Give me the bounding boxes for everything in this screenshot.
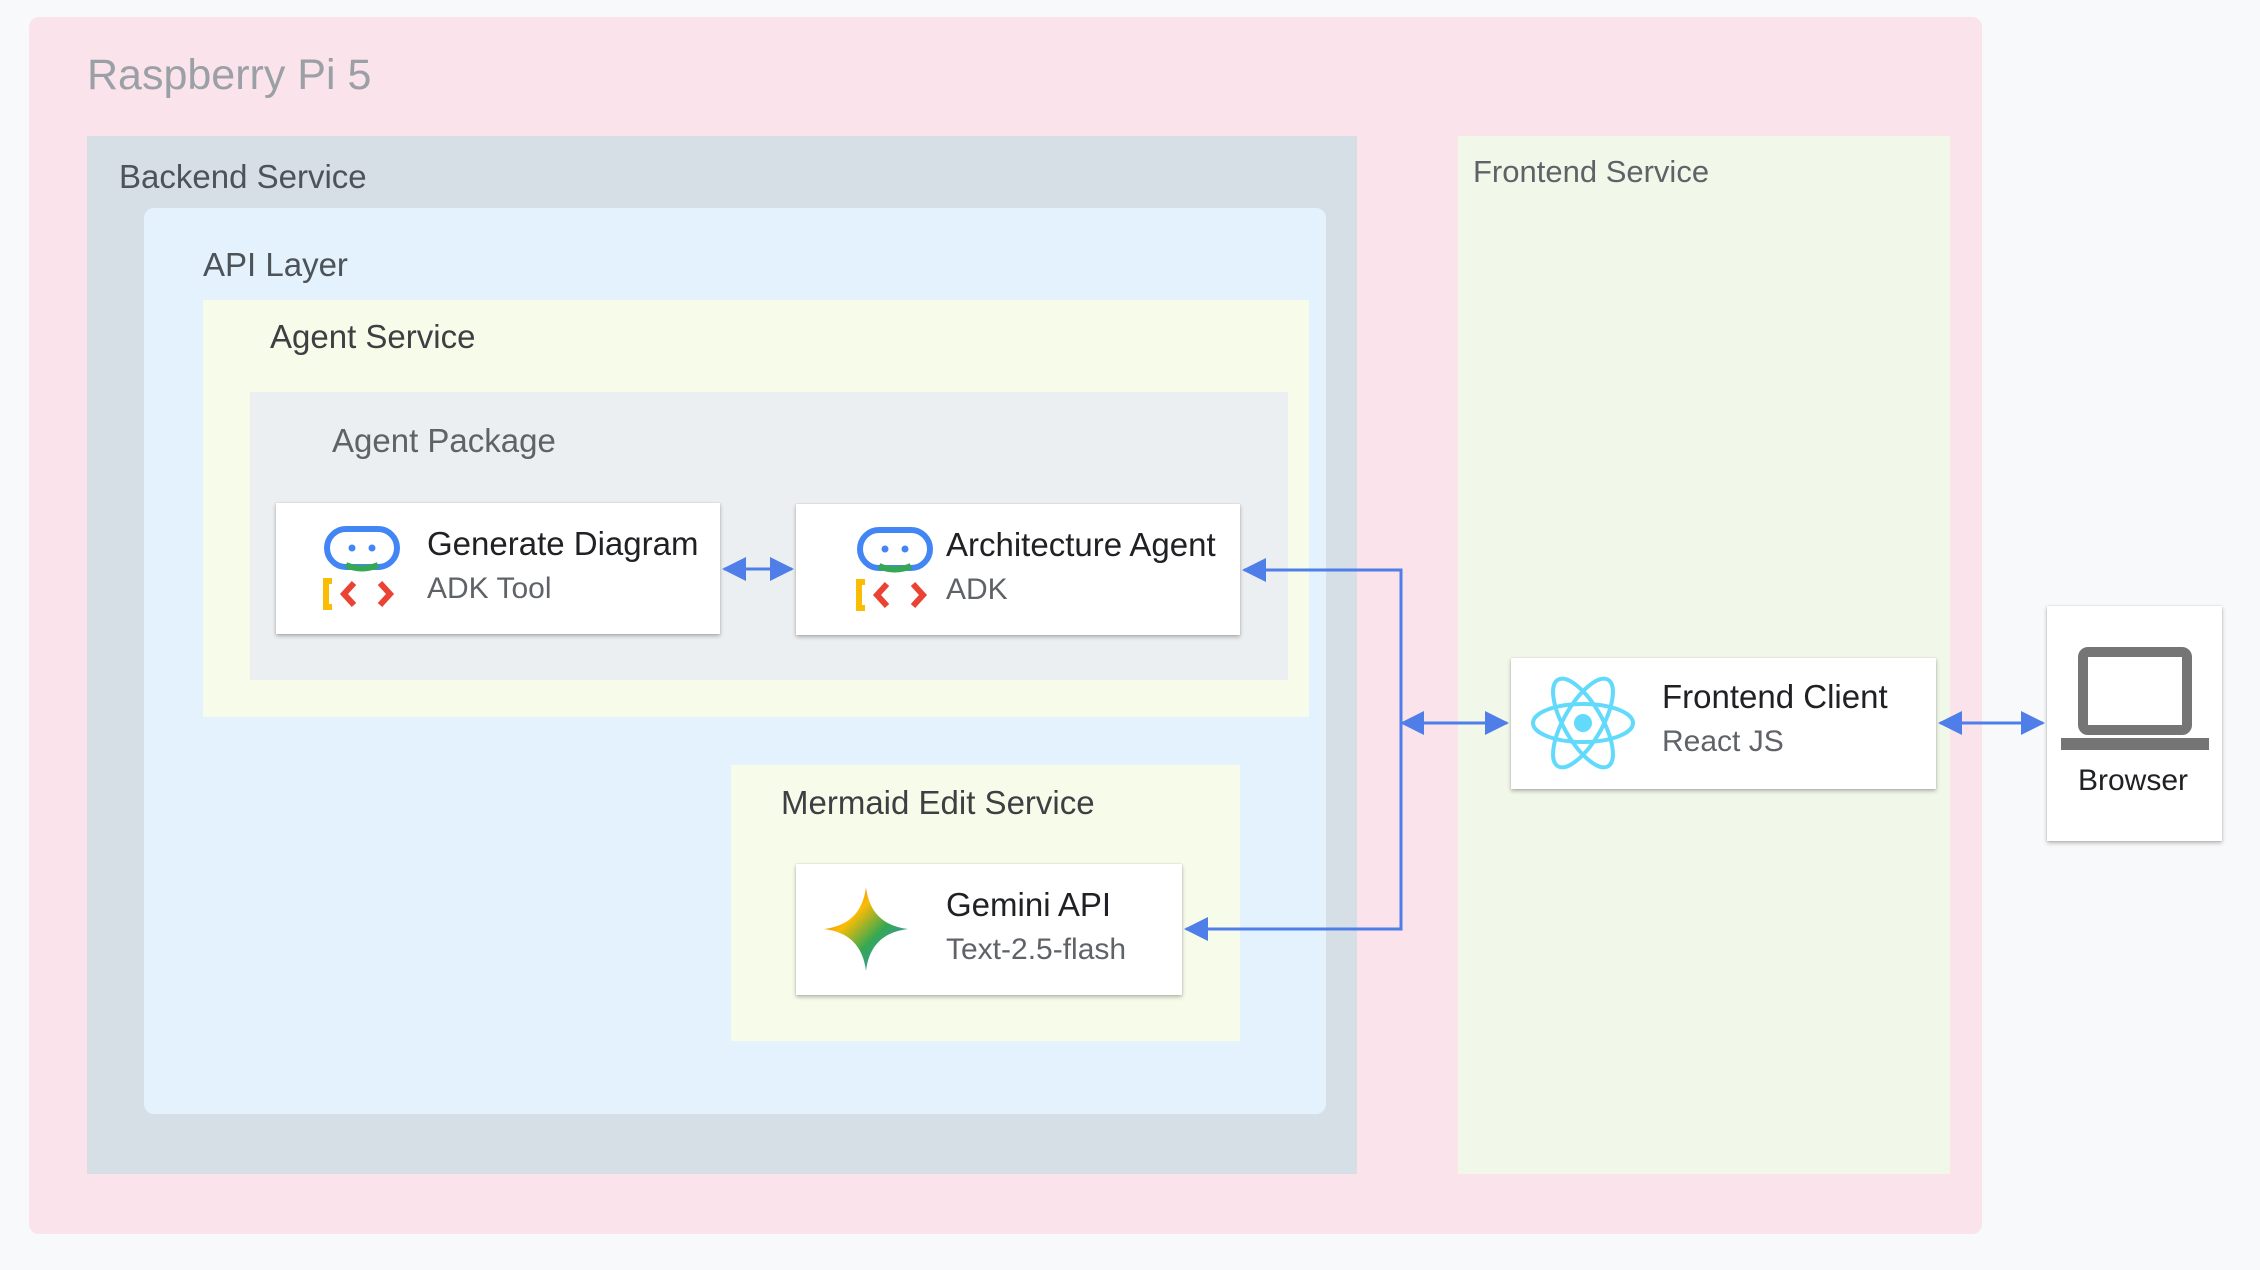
raspberry-pi-label: Raspberry Pi 5 — [87, 51, 372, 99]
adk-icon — [856, 527, 933, 611]
generate-diagram-title: Generate Diagram — [427, 525, 699, 562]
generate-diagram-subtitle: ADK Tool — [427, 572, 552, 605]
gemini-sparkle-icon — [824, 887, 908, 971]
backend-service-label: Backend Service — [119, 158, 367, 195]
frontend-client-title: Frontend Client — [1662, 678, 1888, 715]
architecture-agent-title: Architecture Agent — [946, 526, 1216, 563]
gemini-api-subtitle: Text-2.5-flash — [946, 933, 1127, 966]
frontend-service-label: Frontend Service — [1473, 154, 1710, 189]
adk-icon — [323, 526, 400, 610]
agent-package-label: Agent Package — [332, 422, 556, 459]
mermaid-edit-service-label: Mermaid Edit Service — [781, 784, 1095, 821]
api-layer-label: API Layer — [203, 246, 348, 283]
agent-service-label: Agent Service — [270, 318, 476, 355]
architecture-agent-subtitle: ADK — [946, 573, 1008, 606]
architecture-agent-node[interactable]: Architecture Agent ADK — [796, 504, 1240, 635]
laptop-icon — [2061, 647, 2209, 750]
frontend-client-subtitle: React JS — [1662, 725, 1784, 758]
browser-node[interactable]: Browser — [2047, 606, 2222, 841]
frontend-service-zone: Frontend Service — [1458, 136, 1950, 1174]
generate-diagram-node[interactable]: Generate Diagram ADK Tool — [276, 503, 720, 634]
gemini-api-title: Gemini API — [946, 886, 1112, 923]
react-icon — [1531, 676, 1635, 770]
frontend-client-node[interactable]: Frontend Client React JS — [1511, 658, 1936, 789]
gemini-api-node[interactable]: Gemini API Text-2.5-flash — [796, 864, 1182, 995]
browser-label: Browser — [2078, 764, 2189, 797]
